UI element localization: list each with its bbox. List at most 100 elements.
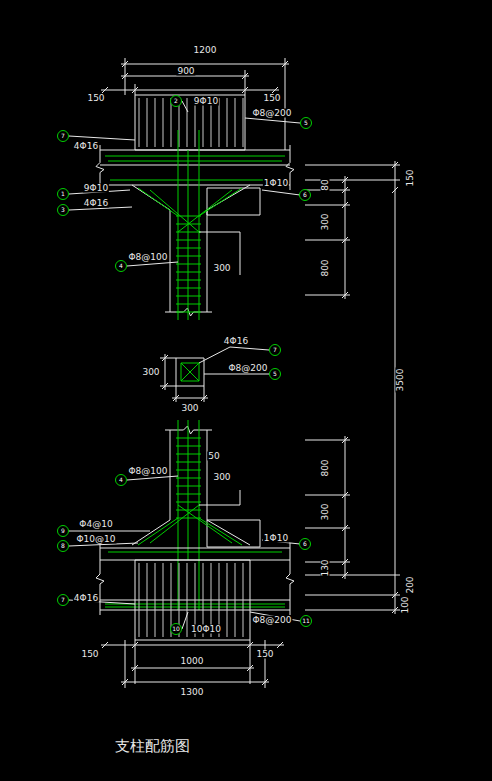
drawing-line (176, 256, 201, 257)
drawing-line (139, 98, 140, 147)
drawing-line (100, 150, 290, 151)
dimension-label: Φ4@10 (78, 520, 113, 529)
drawing-line (240, 490, 241, 505)
drawing-line (150, 505, 199, 543)
drawing-line (250, 560, 251, 640)
drawing-line (207, 520, 260, 521)
drawing-line (135, 640, 250, 641)
drawing-line (162, 355, 168, 361)
callout-number: 7 (269, 344, 281, 356)
dimension-label: 300 (321, 212, 330, 231)
drawing-line (131, 668, 254, 669)
callout-number: 8 (57, 540, 69, 552)
drawing-line (176, 494, 201, 495)
drawing-line (199, 518, 242, 545)
callout-number: 4 (115, 474, 127, 486)
drawing-line (207, 520, 250, 545)
drawing-line (227, 98, 228, 147)
dimension-label: 300 (212, 473, 231, 482)
drawing-line (170, 430, 171, 520)
dimension-label: 150 (80, 650, 99, 659)
drawing-line (100, 548, 290, 549)
drawing-line (176, 296, 201, 297)
drawing-line (181, 363, 199, 364)
drawing-line (176, 486, 201, 487)
dimension-label: 3500 (396, 368, 405, 393)
dimension-label: 300 (141, 368, 160, 377)
drawing-line (305, 440, 350, 441)
drawing-line (204, 358, 205, 386)
callout-number: 4 (115, 260, 127, 272)
drawing-line (176, 446, 201, 447)
dimension-label: 150 (406, 168, 415, 187)
dimension-label: Φ8@100 (128, 253, 169, 262)
dimension-label: 9Φ10 (193, 97, 219, 106)
dimension-label: 1300 (180, 688, 205, 697)
drawing-line (173, 395, 179, 401)
drawing-line (272, 87, 278, 93)
drawing-line (245, 70, 246, 95)
drawing-line (207, 520, 208, 547)
dimension-label: 300 (321, 502, 330, 521)
drawing-line (135, 84, 136, 95)
drawing-line (135, 560, 250, 561)
drawing-line (176, 240, 201, 241)
dimension-label: 80 (321, 178, 330, 191)
drawing-line (147, 563, 148, 637)
drawing-line (290, 170, 294, 173)
callout-number: 6 (299, 538, 311, 550)
drawing-line (207, 210, 208, 312)
drawing-line (243, 563, 244, 637)
drawing-line (163, 98, 164, 147)
drawing-line (160, 358, 176, 359)
drawing-line (100, 145, 101, 163)
drawing-line (305, 205, 350, 206)
drawing-line (199, 505, 240, 506)
drawing-line (290, 173, 291, 191)
drawing-line (207, 430, 208, 520)
callout-number: 5 (300, 117, 312, 129)
dimension-label: Φ8@200 (228, 364, 269, 373)
drawing-line (127, 476, 178, 480)
drawing-line (176, 358, 204, 359)
drawing-line (305, 240, 350, 241)
dimension-label: 1200 (193, 46, 218, 55)
drawing-line (187, 563, 188, 637)
drawing-line (100, 170, 104, 173)
drawing-line (305, 528, 350, 529)
drawing-line (245, 95, 246, 150)
drawing-line (290, 543, 291, 574)
drawing-line (105, 156, 285, 157)
drawing-line (165, 430, 184, 431)
dimension-label: 800 (321, 258, 330, 277)
drawing-line (201, 395, 207, 401)
drawing-line (286, 163, 290, 167)
drawing-line (69, 531, 150, 532)
callout-number: 2 (170, 95, 182, 107)
drawing-line (125, 640, 126, 688)
drawing-line (260, 520, 261, 547)
drawing-line (181, 363, 199, 381)
drawing-line (207, 215, 260, 216)
dimension-label: 4Φ16 (73, 594, 99, 603)
drawing-line (127, 262, 178, 266)
drawing-line (100, 185, 290, 186)
drawing-line (290, 581, 294, 584)
drawing-line (247, 665, 253, 671)
drawing-line (240, 232, 241, 275)
drawing-line (290, 584, 291, 615)
callout-number: 7 (57, 130, 69, 142)
drawing-line (188, 150, 189, 320)
drawing-line (108, 552, 282, 553)
drawing-line (96, 163, 100, 167)
drawing-line (187, 98, 188, 147)
dimension-label: 200 (406, 575, 415, 594)
drawing-line (147, 98, 148, 147)
drawing-line (100, 165, 290, 166)
drawing-line (199, 232, 240, 233)
drawing-line (262, 190, 300, 195)
drawing-line (176, 288, 201, 289)
drawing-line (176, 312, 201, 313)
drawing-line (96, 578, 104, 581)
